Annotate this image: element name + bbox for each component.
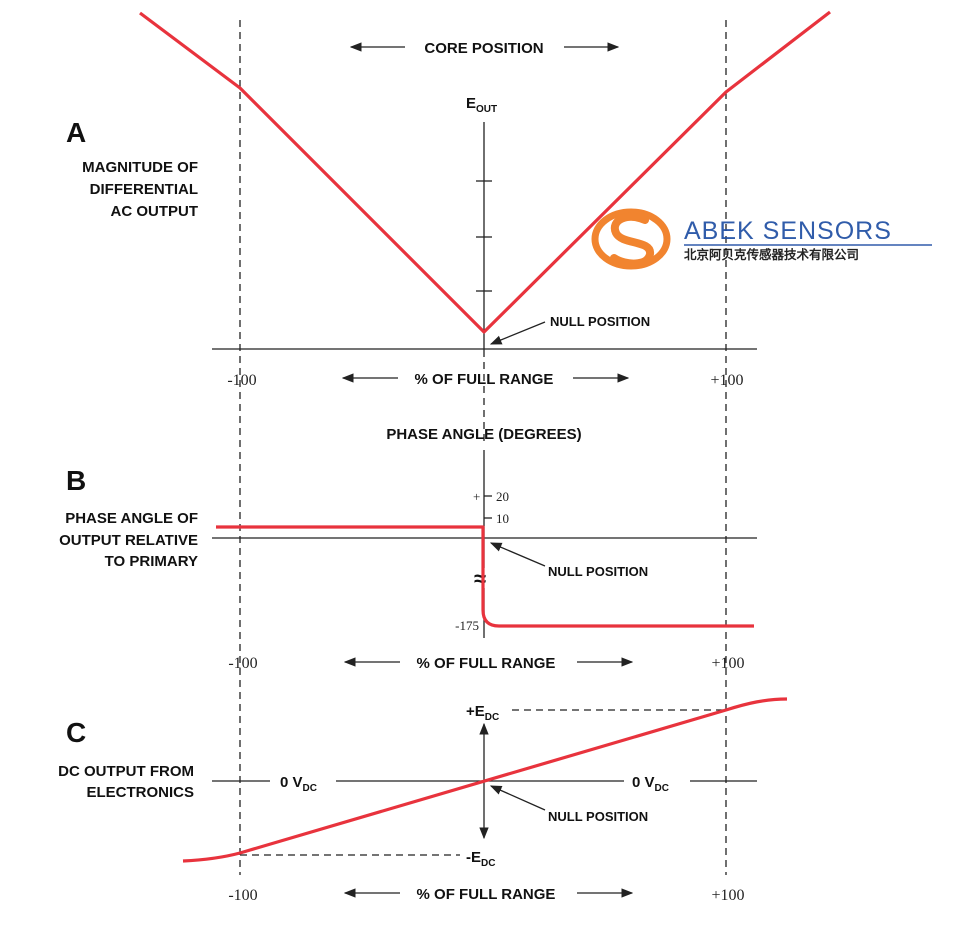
panel-b-side-label-1: PHASE ANGLE OF: [65, 510, 198, 527]
core-position-label: CORE POSITION: [424, 40, 543, 57]
e-out-label: EOUT: [466, 95, 497, 115]
panel-c-letter: C: [66, 717, 86, 748]
panel-c-side-label-2: ELECTRONICS: [86, 784, 194, 801]
panel-b-letter: B: [66, 465, 86, 496]
panel-b-tick-10-label: 10: [496, 511, 509, 526]
panel-b-side-label-3: TO PRIMARY: [105, 553, 198, 570]
zero-vdc-right-bg: [624, 770, 690, 792]
panel-b-tick-neg-label: -175: [455, 618, 479, 633]
panel-a-null-label: NULL POSITION: [550, 314, 650, 329]
panel-a-x-min-label: -100: [227, 372, 256, 389]
panel-b-x-min-label: -100: [228, 655, 257, 672]
panel-a-side-label-1: MAGNITUDE OF: [82, 159, 198, 176]
panel-b-null-label: NULL POSITION: [548, 564, 648, 579]
panel-a-side-label-3: AC OUTPUT: [111, 203, 199, 220]
panel-c-side-label-1: DC OUTPUT FROM: [58, 763, 194, 780]
zero-vdc-right-label: 0 VDC: [632, 774, 669, 794]
panel-b-tick-20-label: 20: [496, 489, 509, 504]
zero-vdc-left-bg: [270, 770, 336, 792]
minus-edc-label: -EDC: [466, 849, 495, 869]
abek-logo-brand: ABEK SENSORS: [684, 217, 892, 245]
phase-angle-curve: [216, 525, 754, 628]
panel-b-tick-plus: +: [473, 489, 480, 504]
abek-logo-subtitle: 北京阿贝克传感器技术有限公司: [684, 247, 859, 262]
panel-c-null-label: NULL POSITION: [548, 809, 648, 824]
panel-b-side-label-2: OUTPUT RELATIVE: [59, 532, 198, 549]
panel-a: A MAGNITUDE OF DIFFERENTIAL AC OUTPUT CO…: [66, 10, 831, 389]
panel-b-x-max-label: +100: [711, 655, 744, 672]
panel-b: PHASE ANGLE (DEGREES) B PHASE ANGLE OF O…: [59, 426, 757, 672]
magnitude-curve: [139, 10, 831, 334]
panel-c: C DC OUTPUT FROM ELECTRONICS +EDC -EDC 0…: [58, 697, 788, 904]
abek-logo-icon: [591, 208, 671, 270]
panel-a-x-max-label: +100: [710, 372, 743, 389]
plus-edc-label: +EDC: [466, 703, 499, 723]
panel-a-x-label: % OF FULL RANGE: [415, 371, 554, 388]
panel-c-x-label: % OF FULL RANGE: [417, 886, 556, 903]
phase-angle-label: PHASE ANGLE (DEGREES): [386, 426, 581, 443]
panel-b-x-label: % OF FULL RANGE: [417, 655, 556, 672]
panel-a-side-label-2: DIFFERENTIAL: [90, 181, 198, 198]
dc-output-curve: [182, 697, 788, 863]
panel-c-x-min-label: -100: [228, 887, 257, 904]
panel-a-letter: A: [66, 117, 86, 148]
panel-c-x-max-label: +100: [711, 887, 744, 904]
abek-logo-watermark: ABEK SENSORS 北京阿贝克传感器技术有限公司: [591, 208, 932, 270]
panel-c-null-arrow: [489, 785, 546, 811]
zero-vdc-left-label: 0 VDC: [280, 774, 317, 794]
panel-b-null-arrow: [489, 542, 546, 567]
panel-a-null-arrow: [489, 321, 546, 345]
